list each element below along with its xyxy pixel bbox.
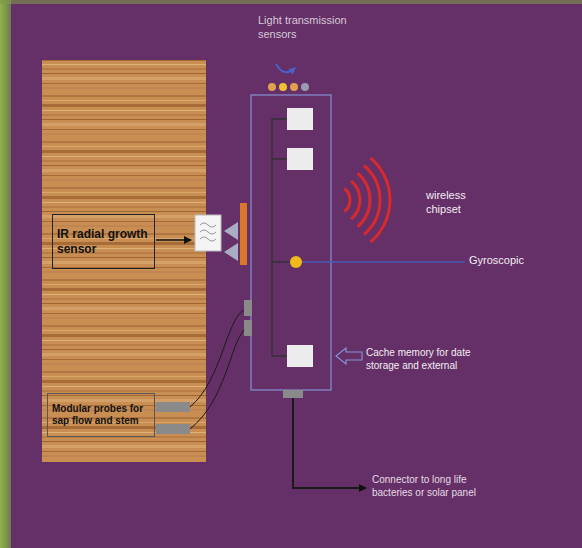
part-label: Connector to long life bacteries or sola…: [372, 474, 490, 499]
cache-chip: [287, 345, 313, 367]
green-edge: [0, 0, 11, 548]
label-text: IR radial growth sensor: [57, 227, 150, 257]
green-edge-top: [0, 0, 582, 4]
pointer-arrow: [156, 239, 191, 241]
chip: [287, 148, 313, 170]
sensor-label-box: IR radial growth sensor: [52, 214, 155, 269]
ir-waves: [200, 223, 216, 241]
light-sensor-dot: [301, 83, 309, 91]
tree-stem-wood: [42, 60, 206, 462]
part-label: wireless chipset: [426, 189, 496, 217]
sensor-plate: [240, 203, 247, 265]
probe: [156, 402, 190, 412]
cache-arrow: [336, 348, 362, 364]
ir-receiver: [224, 243, 238, 261]
probe-wire: [190, 310, 244, 429]
power-connector: [283, 390, 303, 398]
ir-sensor-body: [195, 215, 221, 251]
power-arrow: [293, 398, 366, 488]
probe-port: [244, 320, 252, 336]
chip: [287, 108, 313, 130]
part-label: Cache memory for date storage and extern…: [366, 347, 484, 372]
part-label: Light transmission sensors: [258, 14, 370, 42]
probe-label-box: Modular probes for sap flow and stem: [47, 393, 155, 437]
light-arrow: [276, 64, 295, 72]
device-housing: [251, 95, 331, 390]
ir-emitter: [224, 222, 238, 240]
light-sensor-dot: [268, 83, 276, 91]
probe: [156, 424, 190, 434]
wireless-waves: [345, 158, 390, 242]
gyroscope: [290, 256, 302, 268]
leader-line: [302, 261, 465, 263]
probe-port: [244, 300, 252, 316]
part-label: Gyroscopic: [469, 254, 569, 268]
light-sensor-dot: [279, 83, 287, 91]
light-sensor-dot: [290, 83, 298, 91]
label-text: Modular probes for sap flow and stem: [52, 403, 150, 428]
